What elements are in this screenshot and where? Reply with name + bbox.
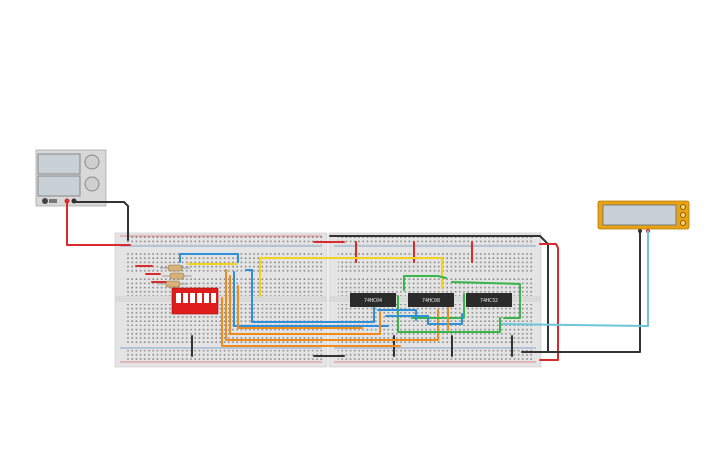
chip-74hc04[interactable]: 74HC04 <box>350 293 396 307</box>
chip-label: 74HC04 <box>364 298 382 304</box>
chip-label: 74HC08 <box>422 298 440 304</box>
chip-74hc08[interactable]: 74HC08 <box>408 293 454 307</box>
wires-power[interactable] <box>66 201 649 361</box>
power-supply-icon[interactable] <box>35 149 107 207</box>
resistor-icon <box>158 264 192 288</box>
wires-signal[interactable] <box>179 253 521 347</box>
dip-switch[interactable] <box>171 287 219 315</box>
chip-74hc32[interactable]: 74HC32 <box>466 293 512 307</box>
multimeter-icon[interactable] <box>597 200 690 233</box>
chip-label: 74HC32 <box>480 298 498 304</box>
